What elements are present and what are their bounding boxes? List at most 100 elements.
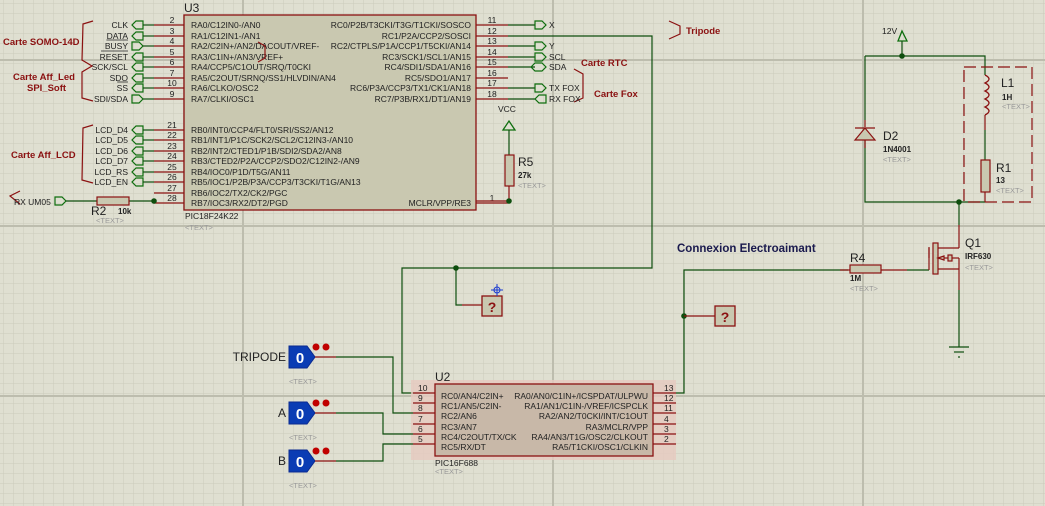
group-label-spi: SPI_Soft xyxy=(27,83,67,94)
inductor-l1[interactable]: L1 1H <TEXT> xyxy=(983,74,1031,130)
l1-value: 1H xyxy=(1002,93,1012,102)
terminal-left[interactable]: SDO xyxy=(110,73,154,83)
terminal-right[interactable]: TX FOX xyxy=(508,83,580,93)
terminal-right[interactable]: SDA xyxy=(508,62,567,72)
u3-pin-name: RA2/C2IN+/AN2/DACOUT/VREF- xyxy=(191,41,319,51)
wire-tripode-input xyxy=(336,356,413,414)
terminal-label: LCD_D4 xyxy=(95,125,128,135)
terminal-arrow-icon xyxy=(534,94,547,104)
probe-tripode[interactable]: ? xyxy=(481,295,503,317)
u3-pin-number: 12 xyxy=(487,26,497,36)
toggle-up-icon[interactable] xyxy=(312,343,320,351)
electromagnet-model-box xyxy=(963,66,1033,203)
resistor-r1[interactable]: R1 13 <TEXT> xyxy=(980,159,1025,202)
u3-pin-name: RB0/INT0/CCP4/FLT0/SRI/SS2/AN12 xyxy=(191,125,334,135)
diode-d2[interactable]: D2 1N4001 <TEXT> xyxy=(853,120,912,164)
terminal-arrow-icon xyxy=(131,83,144,93)
rx-um05-terminal[interactable]: RX UM05 xyxy=(14,196,67,207)
toggle-down-icon[interactable] xyxy=(322,399,330,407)
u3-pin-number: 9 xyxy=(170,89,175,99)
u3-text: <TEXT> xyxy=(185,223,214,232)
terminal-left[interactable]: DATA xyxy=(107,31,154,41)
u3-pin-name: RC7/P3B/RX1/DT1/AN19 xyxy=(375,94,472,104)
u2-pin-name: RA0/AN0/C1IN+/ICSPDAT/ULPWU xyxy=(514,391,648,401)
terminal-right[interactable]: SCL xyxy=(508,52,566,62)
logic-state-text: <TEXT> xyxy=(289,481,318,490)
terminal-right[interactable]: Y xyxy=(508,41,555,51)
resistor-r5[interactable]: R5 27k <TEXT> xyxy=(504,154,547,190)
u3-pin-number: 16 xyxy=(487,68,497,78)
u2-pin-number: 12 xyxy=(664,393,674,403)
u3-pin-number: 26 xyxy=(167,172,177,182)
terminal-left[interactable]: LCD_D7 xyxy=(95,156,154,166)
terminal-arrow-icon xyxy=(131,41,144,51)
toggle-up-icon[interactable] xyxy=(312,399,320,407)
terminal-right[interactable]: X xyxy=(508,20,555,30)
cursor-crosshair-icon xyxy=(491,284,503,296)
logic-state-body xyxy=(288,401,316,425)
terminal-label: CLK xyxy=(111,20,128,30)
terminal-left[interactable]: LCD_D4 xyxy=(95,125,154,135)
terminal-left[interactable]: SDI/SDA xyxy=(94,94,154,104)
toggle-down-icon[interactable] xyxy=(322,447,330,455)
r5-value: 27k xyxy=(518,171,532,180)
toggle-down-icon[interactable] xyxy=(322,343,330,351)
terminal-left[interactable]: RESET xyxy=(100,52,154,62)
u2-pin-name: RC4/C2OUT/TX/CK xyxy=(441,432,517,442)
u3-pin-number: 4 xyxy=(170,36,175,46)
mosfet-q1[interactable] xyxy=(928,225,960,290)
u3-pin-number: 1 xyxy=(490,193,495,203)
u3-pin-name: RC4/SDI1/SDA1/AN16 xyxy=(385,62,472,72)
u2-pin-name: RA1/AN1/C1IN-/VREF/ICSPCLK xyxy=(524,401,648,411)
probe-electroaimant[interactable]: ? xyxy=(714,305,736,327)
terminal-left[interactable]: LCD_D6 xyxy=(95,146,154,156)
toggle-up-icon[interactable] xyxy=(312,447,320,455)
terminal-arrow-icon xyxy=(131,94,144,104)
u3-pin-number: 21 xyxy=(167,120,177,130)
u2-left-pins: 10RC0/AN4/C2IN+9RC1/AN5/C2IN-8RC2/AN67RC… xyxy=(413,383,517,452)
u2-pin-number: 10 xyxy=(418,383,428,393)
wire-b-input xyxy=(336,443,413,462)
u3-pin-number: 23 xyxy=(167,141,177,151)
logic-state-body xyxy=(288,449,316,473)
terminal-label: LCD_EN xyxy=(94,177,128,187)
terminal-left[interactable]: LCD_RS xyxy=(94,167,154,177)
title-connexion-electroaimant: Connexion Electroaimant xyxy=(677,243,816,255)
u3-pin-name: RB3/CTED2/P2A/CCP2/SDO2/C12IN2-/AN9 xyxy=(191,156,360,166)
u3-pin-name: RB6/IOC2/TX2/CK2/PGC xyxy=(191,188,287,198)
resistor-r2[interactable]: R2 10k <TEXT> xyxy=(91,196,132,225)
u3-pin-number: 28 xyxy=(167,193,177,203)
terminal-left[interactable]: SS xyxy=(117,83,154,93)
u2-pin-number: 4 xyxy=(664,414,669,424)
u3-pin-name: RA7/CLKI/OSC1 xyxy=(191,94,255,104)
terminal-left[interactable]: BUSY xyxy=(105,41,154,51)
u3-pin-number: 14 xyxy=(487,47,497,57)
terminal-right[interactable]: RX FOX xyxy=(508,94,581,104)
terminal-label: SDI/SDA xyxy=(94,94,128,104)
probe-question-icon: ? xyxy=(488,299,497,315)
terminal-left[interactable]: CLK xyxy=(111,20,154,30)
terminal-label: TX FOX xyxy=(549,83,580,93)
terminal-arrow-icon xyxy=(131,52,144,62)
u2-text: <TEXT> xyxy=(435,467,464,476)
u2-pin-number: 7 xyxy=(418,414,423,424)
resistor-r4[interactable]: R4 1M <TEXT> xyxy=(849,251,882,293)
terminal-left[interactable]: LCD_D5 xyxy=(95,135,154,145)
logic-state-label: B xyxy=(278,454,286,468)
u2-pin-number: 5 xyxy=(418,434,423,444)
r2-text: <TEXT> xyxy=(96,216,125,225)
u2-pin-name: RC3/AN7 xyxy=(441,422,477,432)
rx-um05-label: RX UM05 xyxy=(14,197,51,207)
u3-pin-name: RC0/P2B/T3CKI/T3G/T1CKI/SOSCO xyxy=(331,20,472,30)
u2-chip[interactable]: U2 10RC0/AN4/C2IN+9RC1/AN5/C2IN-8RC2/AN6… xyxy=(411,370,676,476)
terminal-left[interactable]: LCD_EN xyxy=(94,177,154,187)
terminal-arrow-icon xyxy=(534,20,547,30)
terminal-left[interactable]: SCK/SCL xyxy=(92,62,154,72)
r5-text: <TEXT> xyxy=(518,181,547,190)
